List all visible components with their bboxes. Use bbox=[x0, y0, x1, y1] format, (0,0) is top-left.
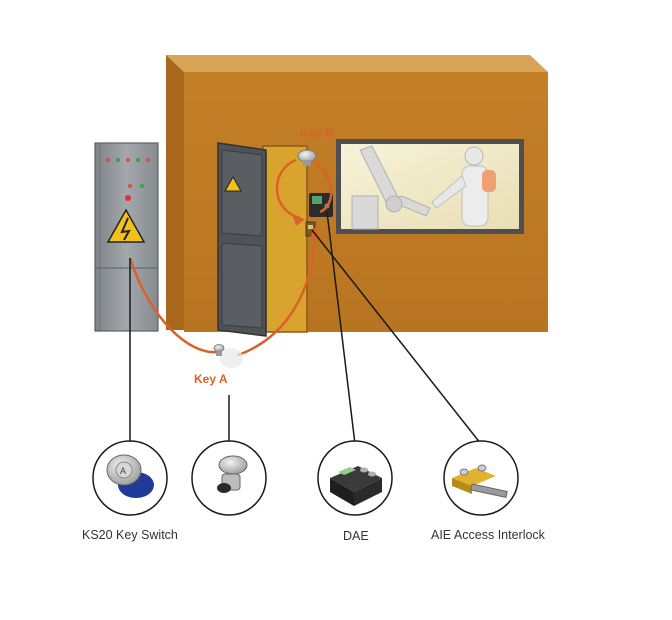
enclosure-top-rim bbox=[166, 55, 548, 72]
access-interlock-icon bbox=[452, 464, 508, 498]
robot-arm-icon bbox=[351, 145, 431, 230]
dae-label: DAE bbox=[343, 529, 369, 543]
leader-lines bbox=[129, 211, 482, 445]
key-icon bbox=[217, 455, 248, 493]
ks20-key-switch-label: KS20 Key Switch bbox=[82, 528, 178, 542]
ks20-key-switch-callout: A bbox=[92, 440, 168, 516]
door-opening bbox=[263, 146, 307, 332]
key-b-label: Key B bbox=[300, 126, 334, 140]
key-a-label: Key A bbox=[194, 372, 228, 386]
aie-access-interlock-label: AIE Access Interlock bbox=[431, 528, 545, 542]
aie-access-interlock-callout bbox=[443, 440, 519, 516]
indicator-lights bbox=[106, 158, 150, 201]
enclosure-door bbox=[217, 142, 267, 337]
dae-module-on-wall bbox=[309, 193, 333, 217]
key-a-icon bbox=[213, 344, 243, 368]
key-path-key-a-to-interlock bbox=[237, 234, 317, 357]
electrical-cabinet bbox=[94, 142, 159, 332]
high-voltage-warning-icon bbox=[106, 208, 146, 243]
dae-callout bbox=[317, 440, 393, 516]
key-callout bbox=[191, 440, 267, 516]
enclosure-side-wall bbox=[166, 55, 184, 330]
key-b-icon bbox=[297, 149, 317, 166]
key-transfer-paths bbox=[128, 158, 333, 357]
leader-line-dae bbox=[326, 211, 356, 445]
key-path-key-b-loop bbox=[275, 158, 333, 220]
key-path-cabinet-to-key-a bbox=[128, 257, 218, 354]
key-switch-icon: A bbox=[106, 454, 154, 498]
dae-unit-icon bbox=[330, 466, 382, 506]
leader-line-aie bbox=[311, 229, 482, 445]
operator-figure-icon bbox=[431, 146, 496, 227]
door-warning-icon bbox=[224, 175, 242, 192]
observation-window bbox=[336, 139, 524, 234]
svg-text:A: A bbox=[120, 466, 126, 476]
